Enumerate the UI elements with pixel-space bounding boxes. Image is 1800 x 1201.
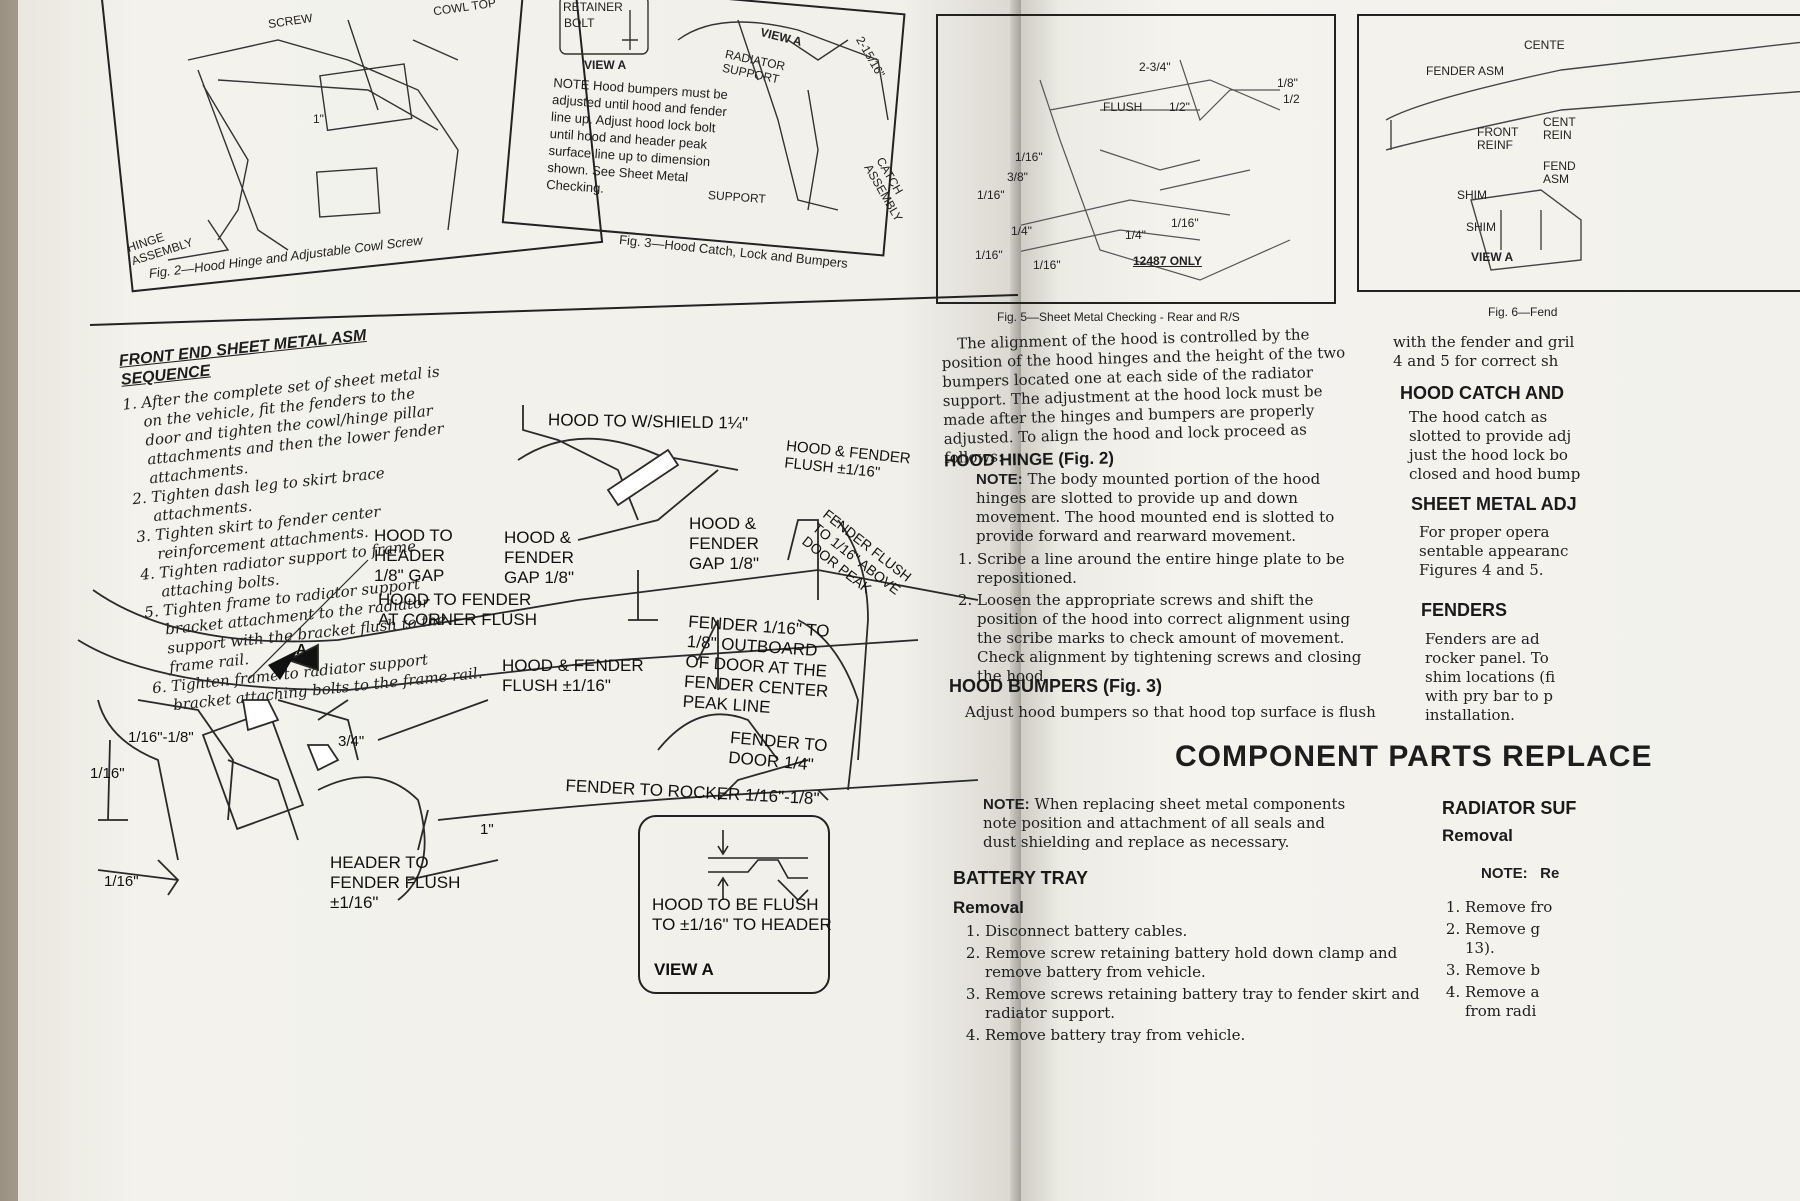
fig5-label: 1/16"	[975, 248, 1003, 262]
fig2-label-1in: 1"	[313, 112, 324, 126]
fig6-label: SHIM	[1457, 188, 1487, 202]
component-note-text: When replacing sheet metal components no…	[983, 795, 1346, 851]
battery-tray-step: Remove screw retaining battery hold down…	[985, 944, 1455, 982]
fig6-label: FRONT REINF	[1477, 125, 1519, 152]
radiator-step: Remove fro	[1465, 898, 1800, 917]
hood-hinge-note-text: The body mounted portion of the hood hin…	[976, 470, 1335, 545]
fig6-drawing	[1385, 41, 1800, 271]
label-dim-d: 1/16"	[104, 873, 139, 890]
radiator-subheading: Removal	[1442, 826, 1513, 845]
hood-hinge-note-label: NOTE:	[976, 471, 1023, 488]
battery-tray-step: Remove battery tray from vehicle.	[985, 1026, 1455, 1045]
fig5-label: 1/8"	[1277, 76, 1298, 90]
fig6-label: CENTE	[1524, 38, 1565, 52]
label-hood-fender-flush-2: HOOD & FENDER FLUSH ±1/16"	[502, 656, 644, 695]
hood-hinge-note: NOTE: The body mounted portion of the ho…	[976, 470, 1346, 546]
fig6-frame	[1357, 14, 1800, 292]
radiator-heading: RADIATOR SUF	[1442, 798, 1577, 818]
label-hood-fender-gap-1: HOOD & FENDER GAP 1/8"	[504, 528, 574, 587]
fig3-label-bolt: BOLT	[564, 16, 595, 30]
fig5-label: 1/4"	[1125, 228, 1146, 242]
fig3-label-retainer: RETAINER	[563, 0, 623, 14]
view-a-drawing	[708, 830, 809, 902]
label-hood-header-gap: HOOD TO HEADER 1/8" GAP	[374, 526, 453, 585]
fig6-caption: Fig. 6—Fend	[1488, 305, 1558, 319]
fig5-label: 3/8"	[1007, 170, 1028, 184]
hood-bumpers-heading: HOOD BUMPERS (Fig. 3)	[949, 676, 1163, 696]
view-a-title: VIEW A	[654, 960, 714, 979]
right-page: 2-3/4" FLUSH 1/2" 1/8" 1/2 1/16" 3/8" 1/…	[936, 0, 1800, 1201]
battery-tray-steps: Disconnect battery cables. Remove screw …	[957, 922, 1455, 1048]
hood-hinge-step: Scribe a line around the entire hinge pl…	[977, 550, 1367, 588]
sheet-metal-text: For proper opera sentable appearanc Figu…	[1419, 523, 1569, 579]
sheet-metal-heading: SHEET METAL ADJ	[1411, 494, 1577, 514]
radiator-step: Remove b	[1465, 961, 1800, 980]
label-hood-fender-gap-2: HOOD & FENDER GAP 1/8"	[689, 514, 759, 573]
view-a-frame	[638, 815, 830, 994]
component-parts-heading: COMPONENT PARTS REPLACE	[1175, 740, 1653, 773]
fenders-text: Fenders are ad rocker panel. To shim loc…	[1425, 630, 1556, 724]
fig5-label: 2-3/4"	[1139, 60, 1171, 74]
fig6-label: CENT REIN	[1543, 115, 1576, 142]
fig5-label: 1/4"	[1011, 224, 1032, 238]
hood-catch-text: The hood catch as slotted to provide adj…	[1409, 408, 1581, 483]
label-header-fender: HEADER TO FENDER FLUSH ±1/16"	[330, 853, 461, 912]
component-note: NOTE: When replacing sheet metal compone…	[983, 795, 1353, 852]
label-hood-fender-corner: HOOD TO FENDER AT CORNER FLUSH	[378, 590, 538, 629]
fig5-label-12487: 12487 ONLY	[1133, 254, 1202, 268]
hood-hinge-step: Loosen the appropriate screws and shift …	[977, 591, 1367, 686]
intro-paragraph: The alignment of the hood is controlled …	[941, 325, 1346, 467]
fig5-label: 1/2"	[1169, 100, 1190, 114]
battery-tray-subheading: Removal	[953, 898, 1024, 917]
col2-top: with the fender and gril 4 and 5 for cor…	[1393, 333, 1575, 370]
hood-catch-heading: HOOD CATCH AND	[1400, 383, 1564, 403]
view-a-text: HOOD TO BE FLUSH TO ±1/16" TO HEADER	[652, 895, 832, 934]
fig5-caption: Fig. 5—Sheet Metal Checking - Rear and R…	[997, 310, 1240, 324]
fenders-heading: FENDERS	[1421, 600, 1508, 620]
hood-hinge-heading: HOOD HINGE (Fig. 2)	[943, 448, 1115, 471]
fig6-label: SHIM	[1466, 220, 1496, 234]
label-dim-e: 1"	[480, 821, 494, 838]
fig5-label: FLUSH	[1103, 100, 1143, 114]
battery-tray-step: Remove screws retaining battery tray to …	[985, 985, 1455, 1023]
fig3-label-viewa-1: VIEW A	[584, 58, 627, 72]
radiator-steps: Remove fro Remove g 13). Remove b Remove…	[1437, 898, 1800, 1024]
hood-hinge-steps: Scribe a line around the entire hinge pl…	[949, 550, 1367, 689]
fig2-drawing	[167, 19, 459, 261]
fig5-label: 1/16"	[1015, 150, 1043, 164]
radiator-note: NOTE: Re	[1481, 865, 1560, 882]
fig6-label: FEND ASM	[1543, 159, 1576, 186]
radiator-step: Remove a from radi	[1465, 983, 1800, 1021]
fig3-drawing	[559, 0, 889, 211]
fig5-frame	[936, 14, 1336, 304]
battery-tray-heading: BATTERY TRAY	[953, 868, 1089, 888]
left-page: SCREW COWL TOP HINGE ASSEMBLY 1" Fig. 2—…	[18, 0, 1021, 1201]
label-arrow-a: A	[296, 641, 307, 658]
component-note-label: NOTE:	[983, 796, 1030, 813]
fig5-label: 1/16"	[1033, 258, 1061, 272]
fig5-label: 1/16"	[977, 188, 1005, 202]
label-dim-a: 1/16"-1/8"	[128, 729, 194, 746]
fig5-drawing	[1021, 59, 1291, 281]
label-dim-c: 1/16"	[90, 765, 125, 782]
car-body-drawing	[77, 405, 979, 901]
main-diagram-frame	[89, 294, 1019, 326]
fig6-label: FENDER ASM	[1426, 64, 1505, 78]
radiator-step: Remove g 13).	[1465, 920, 1800, 958]
hood-bumpers-text: Adjust hood bumpers so that hood top sur…	[965, 703, 1376, 721]
battery-tray-step: Disconnect battery cables.	[985, 922, 1455, 941]
label-dim-b: 3/4"	[338, 733, 365, 750]
fig5-label: 1/2	[1283, 92, 1300, 106]
fig5-label: 1/16"	[1171, 216, 1199, 230]
fig6-label: VIEW A	[1471, 250, 1514, 264]
